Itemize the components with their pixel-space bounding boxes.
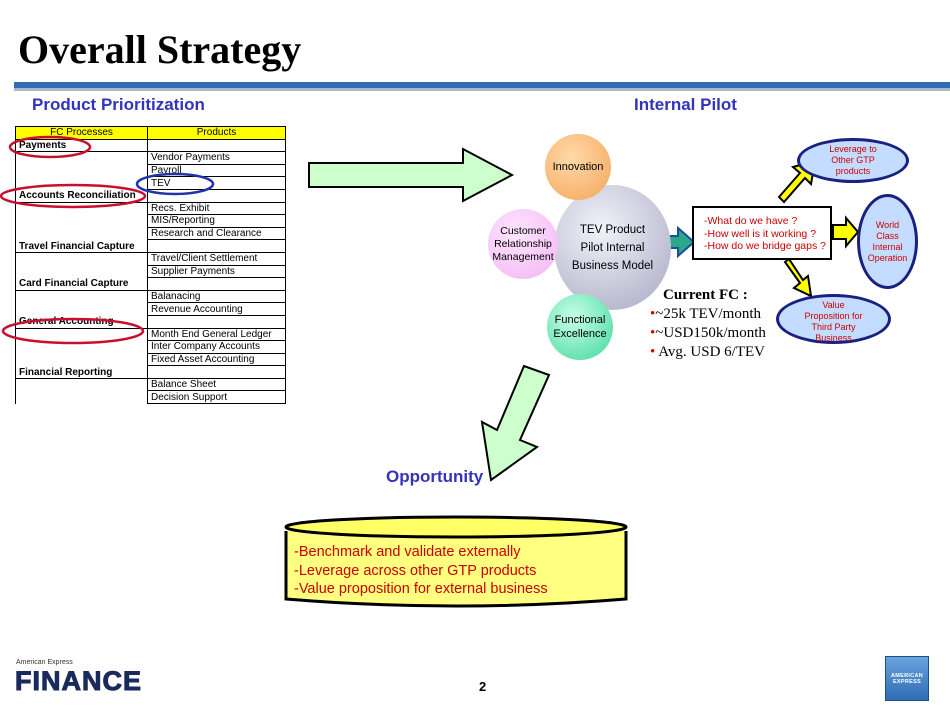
functional-line-1: Functional: [554, 314, 606, 326]
badge-line-1: AMERICAN: [890, 672, 924, 679]
current-fc-bullet-1: •~25k TEV/month: [650, 306, 762, 322]
highlight-payments: [8, 135, 92, 159]
leverage-line-3: products: [835, 166, 871, 176]
process-cell: General Accounting: [15, 314, 148, 329]
crm-circle: Customer Relationship Management: [488, 209, 558, 279]
table-row: Supplier Payments: [15, 264, 286, 279]
finance-logo: FINANCE: [15, 666, 142, 697]
opportunity-list: -Benchmark and validate externally -Leve…: [294, 543, 548, 599]
internal-pilot-heading: Internal Pilot: [634, 95, 737, 114]
company-name-small: American Express: [16, 659, 73, 666]
leverage-oval: Leverage to Other GTP products: [797, 138, 909, 183]
process-cell: Financial Reporting: [15, 365, 148, 379]
arrow-to-world-class: [832, 215, 860, 249]
innovation-label: Innovation: [552, 161, 604, 173]
current-fc-bullet-2: •~USD150k/month: [650, 325, 766, 341]
table-row: Card Financial Capture: [15, 277, 286, 291]
question-3: -How do we bridge gaps ?: [704, 240, 826, 252]
tev-line-2: Pilot Internal: [580, 241, 645, 254]
world-line-2: Class: [876, 230, 899, 241]
page-number: 2: [479, 679, 487, 694]
table-row: Decision Support: [15, 390, 286, 405]
table-row: Fixed Asset Accounting: [15, 352, 286, 367]
functional-line-2: Excellence: [553, 328, 607, 340]
question-1: -What do we have ?: [704, 215, 798, 227]
tev-line-3: Business Model: [571, 259, 654, 272]
value-line-4: Business: [815, 333, 852, 343]
highlight-tev: [135, 172, 215, 196]
opportunity-cylinder: [284, 515, 628, 608]
highlight-general-accounting: [1, 317, 145, 345]
table-row: Inter Company Accounts: [15, 340, 286, 354]
table-row: MIS/Reporting: [15, 214, 286, 228]
amex-logo-badge: AMERICAN EXPRESS: [885, 656, 929, 701]
product-cell: Decision Support: [147, 390, 286, 405]
questions-box: -What do we have ? -How well is it worki…: [692, 206, 832, 260]
value-line-2: Proposition for: [804, 311, 863, 321]
current-fc-block: Current FC : •~25k TEV/month •~USD150k/m…: [650, 286, 766, 362]
opportunity-heading: Opportunity: [386, 467, 484, 486]
functional-excellence-circle: Functional Excellence: [547, 294, 613, 360]
table-row: Balance Sheet: [15, 377, 286, 392]
current-fc-heading: Current FC :: [663, 287, 748, 303]
table-row: Travel/Client Settlement: [15, 251, 286, 266]
title-rule-shadow: [14, 88, 950, 91]
tev-line-1: TEV Product: [579, 223, 646, 236]
right-arrow: [308, 147, 515, 203]
opportunity-item-2: -Leverage across other GTP products: [294, 562, 537, 579]
product-prioritization-heading: Product Prioritization: [32, 95, 205, 114]
title-rule: [14, 82, 950, 88]
table-row: Travel Financial Capture: [15, 239, 286, 253]
opportunity-item-3: -Value proposition for external business: [294, 581, 548, 597]
crm-line-1: Customer: [500, 224, 546, 237]
innovation-circle: Innovation: [545, 134, 611, 200]
current-fc-bullet-3: • Avg. USD 6/TEV: [650, 344, 765, 360]
table-row: Accounts Reconciliation: [15, 188, 286, 203]
badge-line-2: EXPRESS: [892, 678, 922, 685]
leverage-line-2: Other GTP: [831, 155, 875, 165]
world-class-oval: World Class Internal Operation: [857, 194, 918, 289]
value-line-1: Value: [822, 300, 845, 310]
world-line-1: World: [875, 219, 900, 230]
crm-line-2: Relationship: [494, 237, 552, 250]
header-products: Products: [147, 126, 286, 140]
slide-title: Overall Strategy: [18, 27, 302, 72]
opportunity-item-1: -Benchmark and validate externally: [294, 544, 521, 560]
question-2: -How well is it working ?: [704, 227, 817, 240]
down-left-arrow: [480, 364, 551, 482]
value-proposition-oval: Value Proposition for Third Party Busine…: [776, 294, 891, 344]
world-line-3: Internal: [872, 241, 903, 252]
leverage-line-1: Leverage to: [829, 144, 877, 154]
table-row: Revenue Accounting: [15, 302, 286, 316]
crm-line-3: Management: [492, 250, 554, 263]
value-line-3: Third Party: [811, 322, 856, 332]
highlight-accounts-reconciliation: [0, 183, 147, 209]
tev-pilot-circle: TEV Product Pilot Internal Business Mode…: [554, 185, 671, 310]
arrow-to-value: [783, 257, 813, 298]
world-line-4: Operation: [867, 252, 908, 263]
